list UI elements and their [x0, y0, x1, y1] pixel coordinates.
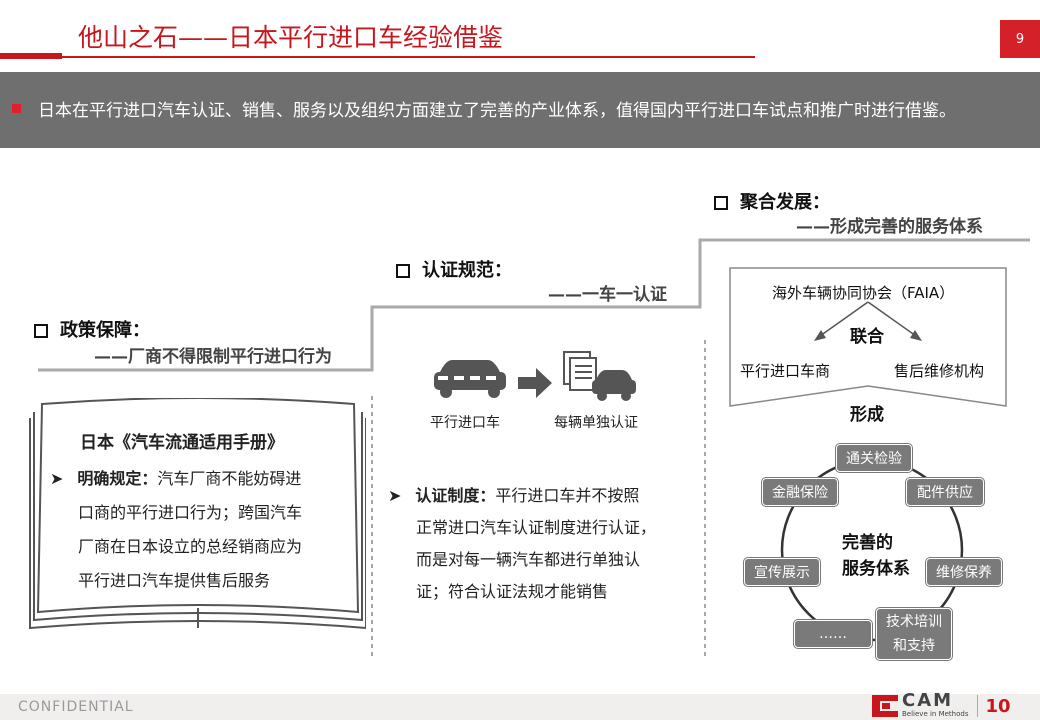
confidential-label: CONFIDENTIAL	[18, 699, 134, 715]
step-heading-policy: 政策保障：	[34, 316, 150, 342]
pill-training: 技术培训和支持	[876, 608, 952, 660]
book-content: ➤明确规定：汽车厂商不能妨碍进 口商的平行进口行为；跨国汽车 厂商在日本设立的总…	[50, 469, 303, 590]
cycle-center-line1: 完善的	[842, 533, 893, 553]
page-number: 9	[1000, 20, 1040, 58]
label-parallel-import-car: 平行进口车	[430, 415, 500, 431]
cycle-center-line2: 服务体系	[842, 559, 910, 579]
arrow-bullet-icon: ➤	[388, 486, 402, 505]
alliance-left: 平行进口车商	[740, 362, 831, 380]
cert-content: ➤认证制度：平行进口车并不按照 正常进口汽车认证制度进行认证， 而是对每一辆汽车…	[388, 486, 657, 601]
alliance-bottom: 形成	[850, 405, 884, 425]
title-divider	[0, 56, 755, 58]
checkbox-icon	[396, 264, 410, 278]
step-heading-cluster: 聚合发展：	[714, 188, 830, 214]
arrow-bullet-icon: ➤	[50, 469, 64, 488]
pill-promotion: 宣传展示	[744, 558, 820, 586]
title-accent-bar	[0, 53, 62, 59]
alliance-center: 联合	[850, 327, 884, 347]
step-sub-cluster: ——形成完善的服务体系	[796, 217, 983, 237]
pill-customs: 通关检验	[836, 444, 912, 472]
label-individual-cert: 每辆单独认证	[554, 415, 638, 431]
pill-maintenance: 维修保养	[926, 558, 1002, 586]
book-title: 日本《汽车流通适用手册》	[80, 433, 284, 453]
pill-more: ……	[794, 620, 872, 648]
cam-logo: CAM Believe in Methods 10	[872, 691, 1011, 718]
pill-parts-supply: 配件供应	[906, 478, 984, 506]
book-icon	[29, 398, 366, 630]
alliance-top: 海外车辆协同协会（FAIA）	[772, 284, 955, 302]
footer-band	[0, 694, 1040, 720]
car-fleet-icon	[434, 360, 506, 398]
checkbox-icon	[34, 324, 48, 338]
summary-text: 日本在平行进口汽车认证、销售、服务以及组织方面建立了完善的产业体系，值得国内平行…	[38, 101, 956, 121]
certified-car-icon	[563, 351, 636, 401]
step-sub-cert: ——一车一认证	[548, 285, 667, 305]
pill-finance: 金融保险	[762, 478, 838, 506]
step-sub-policy: ——厂商不得限制平行进口行为	[94, 347, 332, 367]
arrow-right-icon	[518, 368, 552, 398]
page-title: 他山之石——日本平行进口车经验借鉴	[78, 23, 504, 52]
alliance-banner	[729, 267, 1007, 407]
cam-logo-mark-icon	[872, 695, 898, 717]
square-bullet-icon	[12, 104, 21, 113]
step-heading-cert: 认证规范：	[396, 256, 512, 282]
summary-banner	[0, 72, 1040, 148]
alliance-right: 售后维修机构	[894, 362, 985, 380]
checkbox-icon	[714, 196, 728, 210]
